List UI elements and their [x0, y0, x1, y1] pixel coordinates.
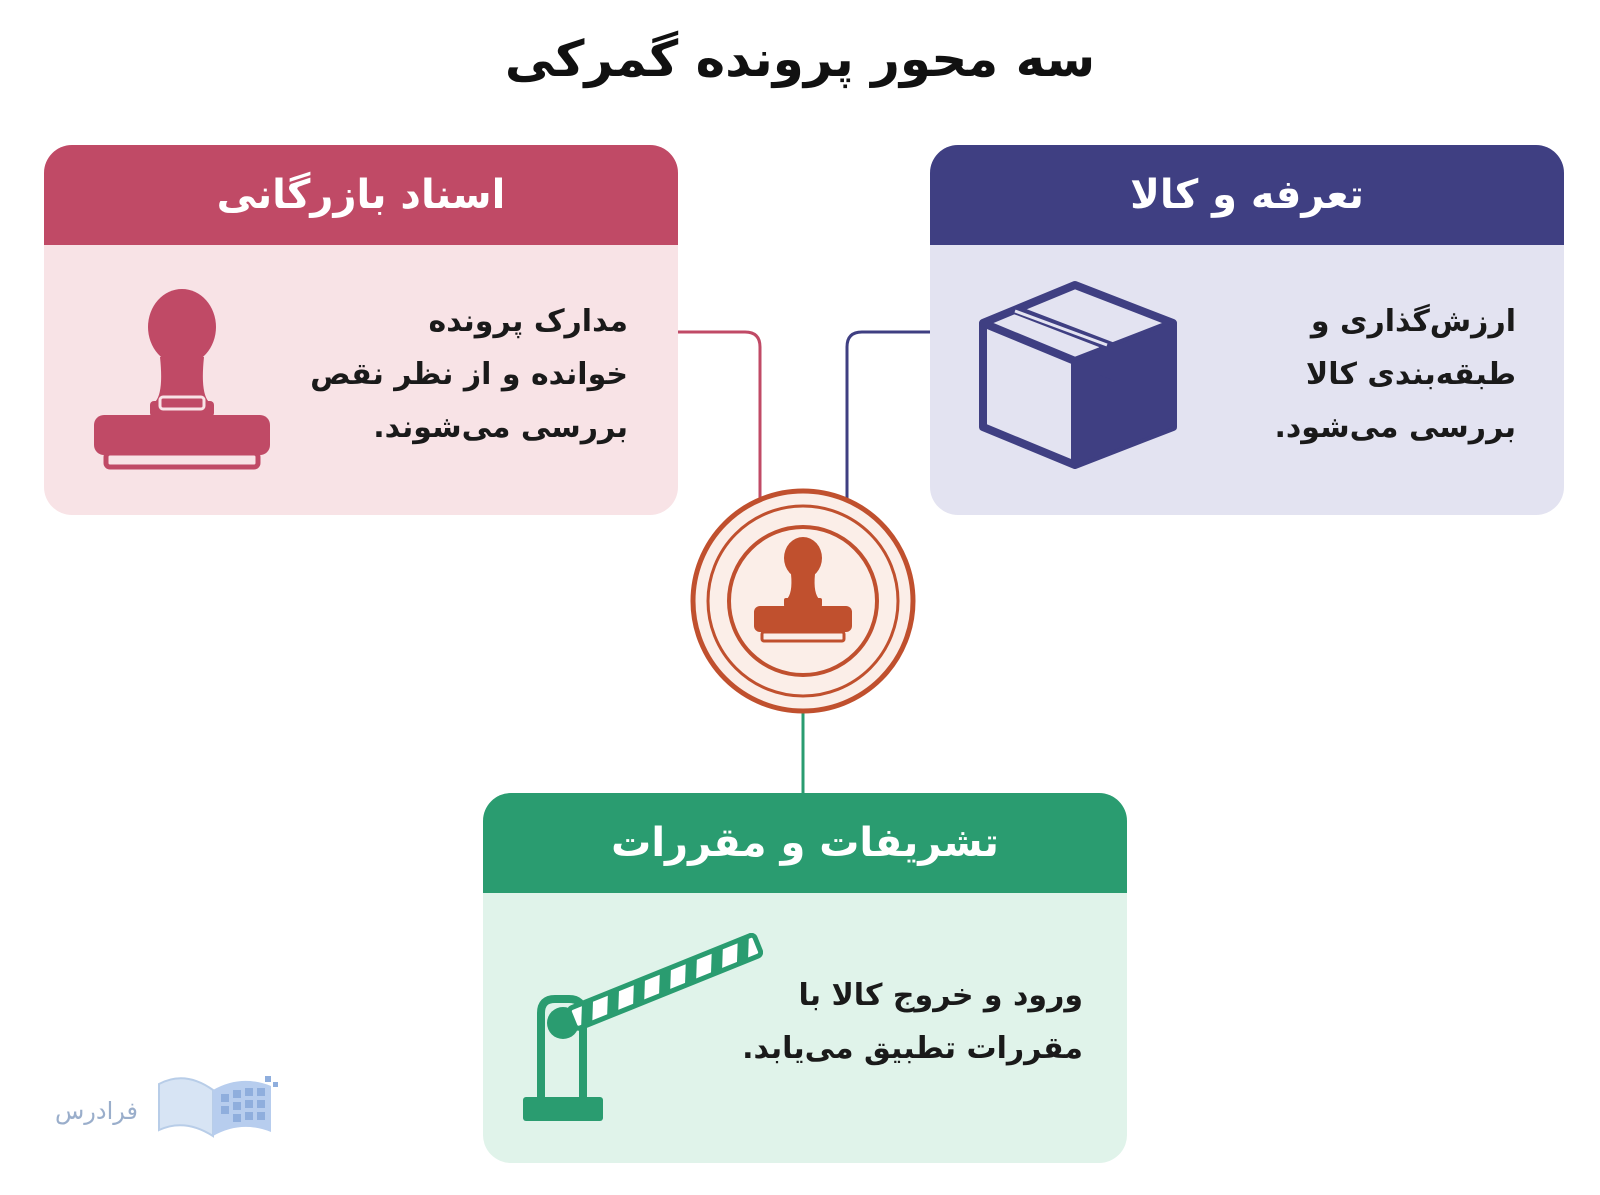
logo-text: فرادرس — [55, 1097, 138, 1125]
card-heading: تعرفه و کالا — [930, 145, 1564, 245]
connector-tariff — [845, 330, 930, 500]
card-description: ورود و خروج کالا با مقررات تطبیق می‌یابد… — [742, 978, 1083, 1066]
card-tariff-and-goods: تعرفه و کالا ارزش‌گذاری و طبقه‌بندی کالا… — [930, 145, 1564, 515]
connector-docs — [678, 330, 762, 500]
card-heading: اسناد بازرگانی — [44, 145, 678, 245]
customs-stamp-icon — [690, 488, 916, 714]
card-formalities-and-regulations: تشریفات و مقررات ورود و خروج کالا با مقر… — [483, 793, 1127, 1163]
page-title: سه محور پرونده گمرکی — [504, 30, 1096, 88]
box-icon — [979, 281, 1177, 469]
card-description: ارزش‌گذاری و طبقه‌بندی کالا بررسی می‌شود… — [1274, 304, 1516, 445]
card-commercial-documents: اسناد بازرگانی مدارک پرونده خوانده و از … — [44, 145, 678, 515]
card-heading: تشریفات و مقررات — [483, 793, 1127, 893]
stamp-icon — [94, 289, 270, 470]
barrier-gate-icon — [523, 933, 763, 1121]
open-book-icon — [158, 1076, 278, 1138]
card-description: مدارک پرونده خوانده و از نظر نقص بررسی م… — [310, 304, 628, 445]
